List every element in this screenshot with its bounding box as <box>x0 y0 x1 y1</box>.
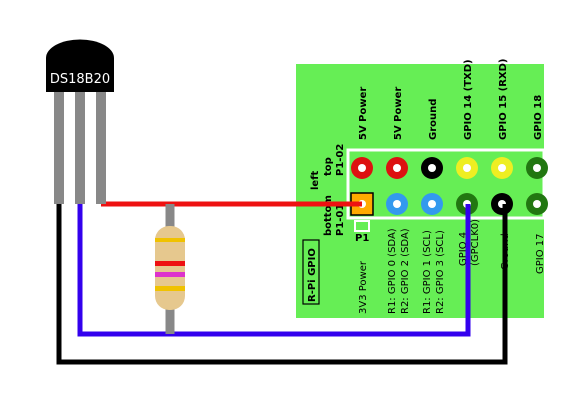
bottom-pin-label: R1: GPIO 1 (SCL) <box>422 230 433 314</box>
top-pin-label: GPIO 15 (RXD) <box>498 59 509 141</box>
ground-wire <box>56 200 508 365</box>
resistor-band <box>155 238 185 242</box>
board-label: R-Pi GPIO <box>302 239 320 305</box>
bottom-pin-label: R1: GPIO 0 (SDA) <box>387 228 398 314</box>
resistor-band <box>155 286 185 291</box>
sensor-body <box>46 39 114 92</box>
orientation-left: left <box>310 170 321 190</box>
resistor-band <box>155 261 185 266</box>
orientation-labels: left bottom P1-01 top P1-02 <box>310 144 346 236</box>
data-wire <box>77 200 471 337</box>
bottom-pin-label: R2: GPIO 3 (SCL) <box>435 230 446 314</box>
orientation-top: top <box>323 157 334 176</box>
bottom-pin-label: 3V3 Power <box>358 260 369 314</box>
svg-text:R-Pi GPIO: R-Pi GPIO <box>307 248 318 302</box>
resistor-band <box>155 272 185 277</box>
top-row-labels: 5V Power 5V Power Ground GPIO 14 (TXD) G… <box>358 59 544 141</box>
p1-connector-marker: P1 <box>354 220 370 244</box>
top-pin-label: Ground <box>428 99 439 140</box>
orientation-bottom: bottom <box>323 195 334 236</box>
top-pin-label: GPIO 18 <box>533 95 544 140</box>
top-pin-label: GPIO 14 (TXD) <box>463 59 474 140</box>
p1-label: P1 <box>355 233 369 244</box>
bottom-pin-label: GPIO 4 <box>458 232 469 266</box>
sensor-leg-ground <box>54 92 64 204</box>
top-row-pins <box>351 157 548 179</box>
orientation-p1-02: P1-02 <box>335 144 346 176</box>
top-pin-label: 5V Power <box>358 87 369 140</box>
orientation-p1-01: P1-01 <box>335 204 346 236</box>
gpio-header-outline <box>346 148 546 220</box>
top-pin-label: 5V Power <box>393 87 404 140</box>
bottom-pin-label: (GPCLK0) <box>470 219 481 266</box>
sensor-leg-power <box>96 92 106 204</box>
pullup-resistor <box>155 204 185 334</box>
sensor-label: DS18B20 <box>50 72 110 87</box>
bottom-pin-label: R2: GPIO 2 (SDA) <box>400 228 411 314</box>
ds18b20-sensor: DS18B20 <box>46 39 114 204</box>
wires <box>56 200 508 365</box>
sensor-leg-data <box>75 92 85 204</box>
bottom-pin-label: GPIO 17 <box>535 233 546 274</box>
